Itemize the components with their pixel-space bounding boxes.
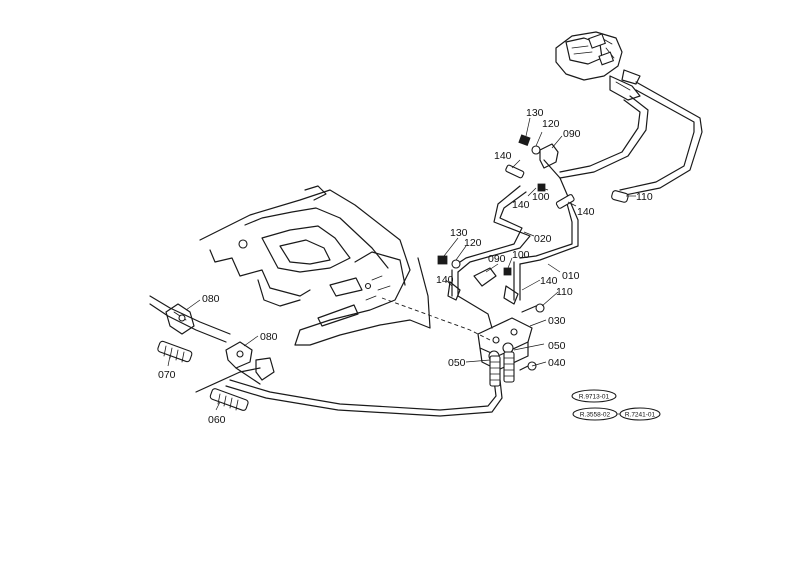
part-number-labels: 130 120 090 140 100 140 140 110 130 120 … [158,107,653,426]
label-010: 010 [562,270,580,282]
control-valve-assembly [555,31,641,101]
label-080-lower: 080 [260,331,278,343]
left-hose-couplers [149,295,275,411]
label-130-lower: 130 [450,227,468,239]
label-090-upper: 090 [563,128,581,140]
label-120-lower: 120 [464,237,482,249]
label-070: 070 [158,369,176,381]
ref-tag-3: R.7241-01 [625,412,656,419]
label-110-lower: 110 [556,286,573,298]
label-140-upper-right: 140 [577,206,595,218]
fittings [437,134,629,371]
label-110-upper: 110 [636,191,653,203]
label-030: 030 [548,315,566,327]
label-050-right: 050 [548,340,566,352]
label-140-lower-right: 140 [540,275,558,287]
label-140-upper-mid: 140 [512,199,530,211]
label-080-upper: 080 [202,293,220,305]
label-090-lower: 090 [488,253,506,265]
label-140-lower-left: 140 [436,274,454,286]
label-060: 060 [208,414,226,426]
tractor-frame [199,185,491,346]
label-130-upper: 130 [526,107,544,119]
label-140-upper-left: 140 [494,150,512,162]
pipe-lines [195,81,703,417]
label-020: 020 [534,233,552,245]
ref-tag-1: R.9713-01 [579,394,610,401]
label-040: 040 [548,357,566,369]
label-100-upper: 100 [532,191,550,203]
quick-couplers [489,351,515,387]
leader-lines [167,117,636,411]
ref-tag-2: R.3558-02 [580,412,611,419]
label-100-lower: 100 [512,249,530,261]
reference-tags: R.9713-01 R.3558-02 R.7241-01 [571,389,661,421]
label-050-left: 050 [448,357,466,369]
label-120-upper: 120 [542,118,560,130]
